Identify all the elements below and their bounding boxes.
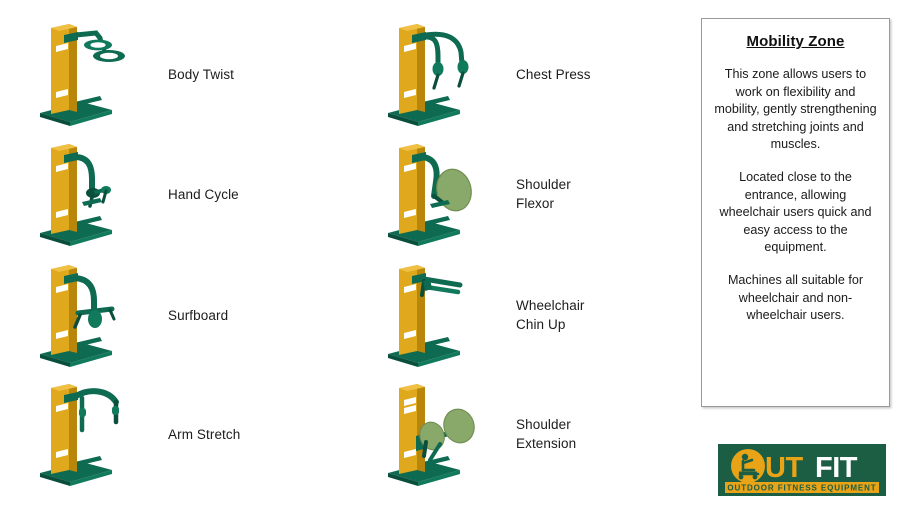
equipment-item-chest-press[interactable]: Chest Press [368,14,708,134]
hand-cycle-equipment-icon [20,134,150,254]
outfit-logo: UT FIT OUTDOOR FITNESS EQUIPMENT [718,444,886,496]
info-panel-paragraph-3: Machines all suitable for wheelchair and… [727,272,864,323]
info-panel-paragraph-1: This zone allows users to work on flexib… [714,67,877,152]
surfboard-equipment-icon [20,255,150,375]
equipment-item-arm-stretch[interactable]: Arm Stretch [20,374,360,494]
equipment-label: Body Twist [168,66,235,82]
equipment-label: Arm Stretch [168,426,241,442]
equipment-label: Shoulder Flexor [516,177,571,211]
shoulder-flexor-equipment-icon [368,134,498,254]
info-panel-paragraph-2: Located close to the entrance, allowing … [719,169,872,255]
arm-stretch-equipment-icon [20,374,150,494]
equipment-label: Chest Press [516,66,591,82]
equipment-label: Hand Cycle [168,186,239,202]
equipment-item-surfboard[interactable]: Surfboard [20,255,360,375]
logo-text-fit: FIT [815,452,858,484]
body-twist-equipment-icon [20,14,150,134]
equipment-label: Surfboard [168,307,229,323]
equipment-label: Shoulder Extension [516,417,577,451]
logo-text-ut: UT [765,452,803,484]
equipment-item-hand-cycle[interactable]: Hand Cycle [20,134,360,254]
equipment-grid: Body Twist [20,14,591,494]
logo-tagline: OUTDOOR FITNESS EQUIPMENT [727,484,876,493]
equipment-item-shoulder-flexor[interactable]: Shoulder Flexor [368,134,708,254]
equipment-item-body-twist[interactable]: Body Twist [20,14,360,134]
wheelchair-chin-up-equipment-icon [368,255,498,375]
equipment-item-wheelchair-chin-up[interactable]: Wheelchair Chin Up [368,255,708,375]
chest-press-equipment-icon [368,14,498,134]
shoulder-extension-equipment-icon [368,374,498,494]
mobility-zone-info-panel: Mobility Zone This zone allows users to … [701,18,890,407]
equipment-label: Wheelchair Chin Up [516,298,585,332]
equipment-item-shoulder-extension[interactable]: Shoulder Extension [368,374,708,494]
info-panel-title: Mobility Zone [746,33,845,50]
